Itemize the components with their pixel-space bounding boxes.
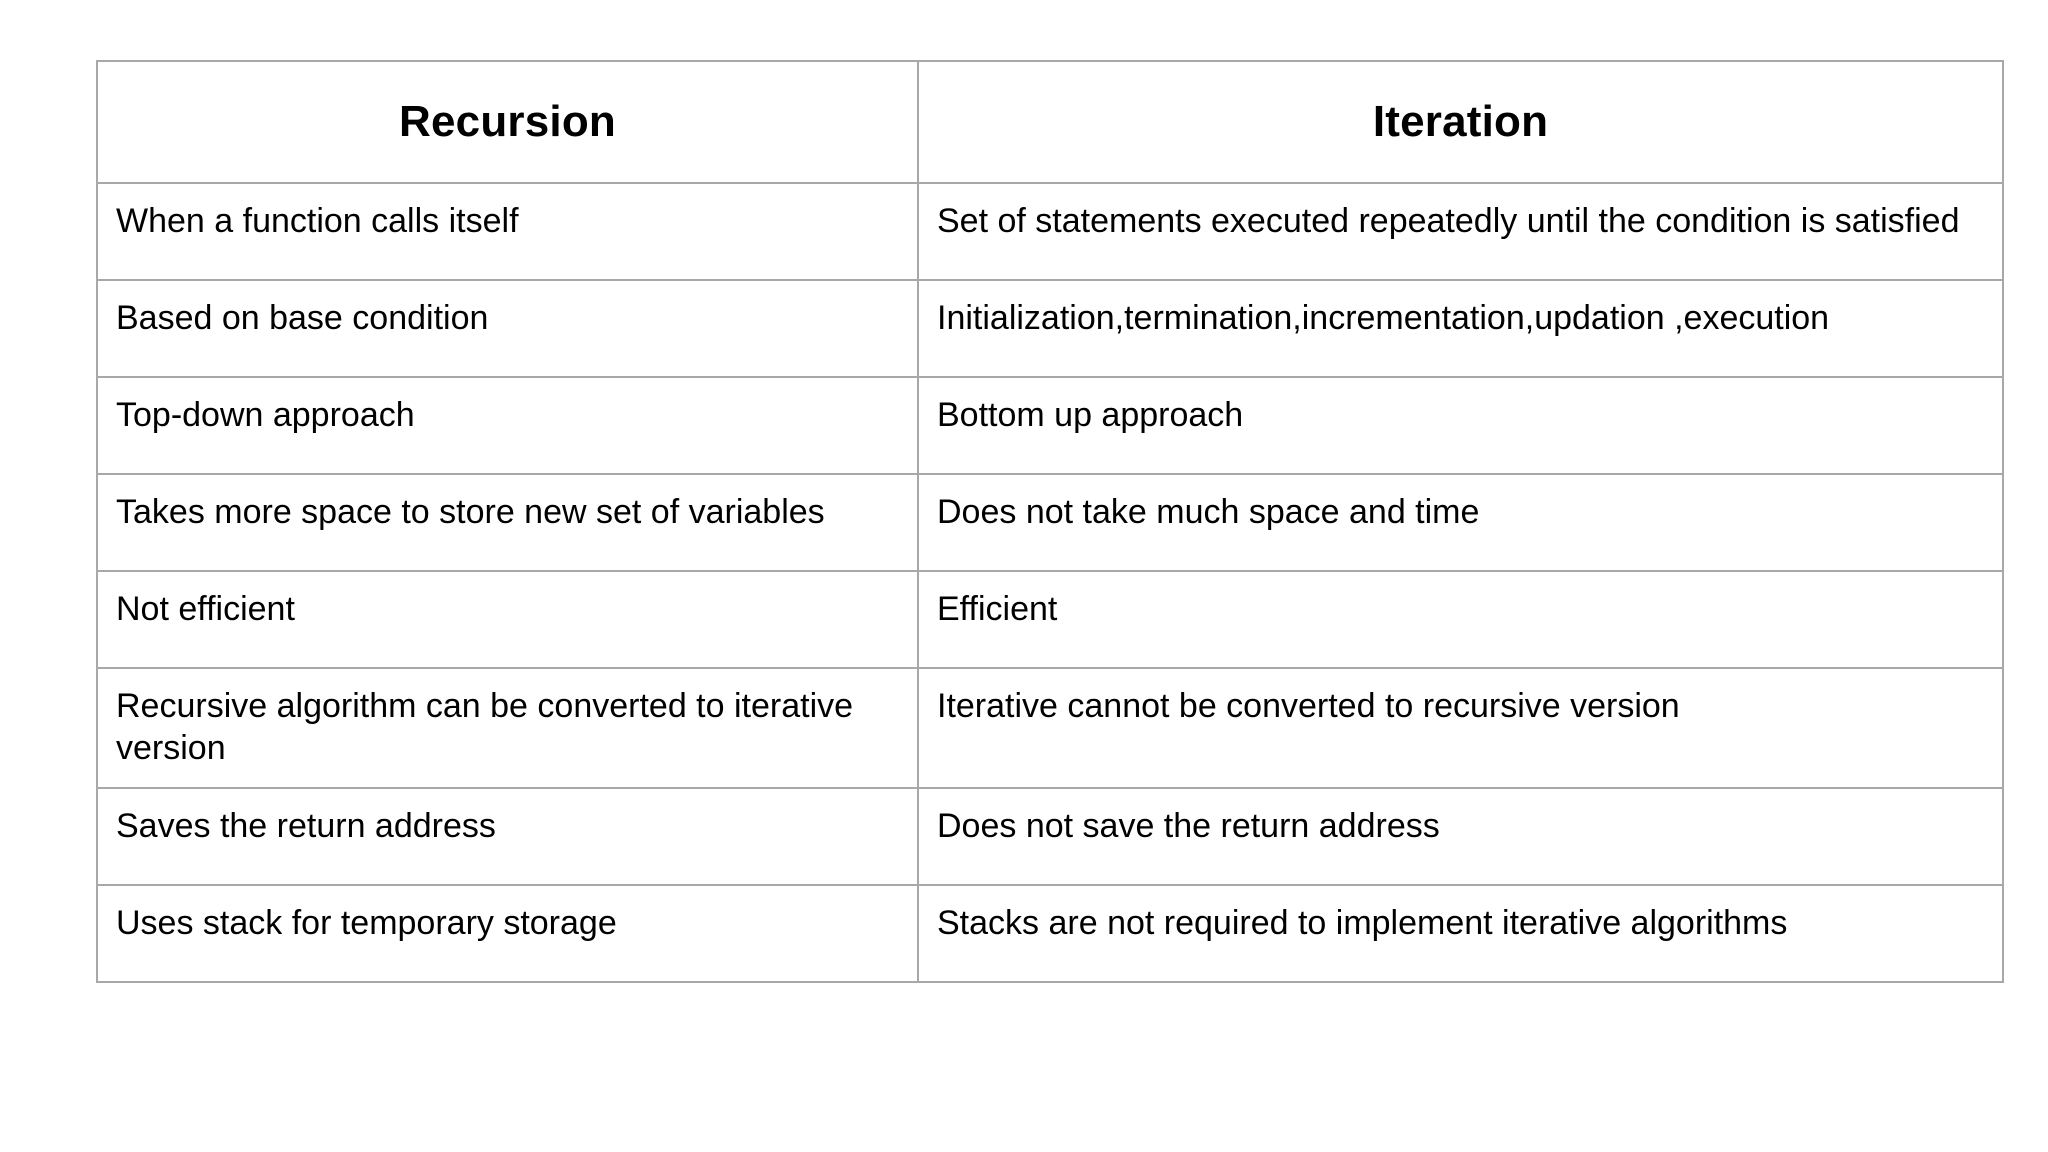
cell-recursion: Top-down approach — [96, 376, 919, 475]
table-row: Uses stack for temporary storage Stacks … — [96, 884, 2004, 984]
column-header-iteration-label: Iteration — [1372, 96, 1549, 146]
table-header: Recursion Iteration — [96, 60, 2004, 184]
cell-recursion-text: Uses stack for temporary storage — [116, 904, 617, 943]
cell-iteration-text: Stacks are not required to implement ite… — [937, 904, 1788, 943]
column-header-recursion: Recursion — [96, 60, 919, 184]
cell-iteration-text: Does not save the return address — [937, 807, 1440, 846]
cell-recursion: Takes more space to store new set of var… — [96, 473, 919, 572]
cell-iteration: Does not save the return address — [917, 787, 2004, 887]
cell-iteration-text: Initialization,termination,incrementatio… — [937, 299, 1830, 337]
cell-iteration: Efficient — [917, 570, 2004, 669]
table-row: Based on base condition Initialization,t… — [96, 279, 2004, 378]
column-header-recursion-label: Recursion — [399, 96, 616, 146]
cell-recursion-text: Not efficient — [116, 590, 295, 628]
cell-recursion-text: When a function calls itself — [116, 202, 519, 240]
cell-recursion: Recursive algorithm can be converted to … — [96, 666, 919, 790]
table-row: When a function calls itself Set of stat… — [96, 182, 2004, 281]
cell-recursion-text: Takes more space to store new set of var… — [116, 493, 825, 531]
cell-recursion: Based on base condition — [96, 279, 919, 378]
cell-iteration-text: Iterative cannot be converted to recursi… — [937, 687, 1680, 725]
cell-recursion: Not efficient — [96, 570, 919, 669]
cell-iteration: Does not take much space and time — [917, 473, 2004, 572]
cell-iteration-text: Bottom up approach — [937, 396, 1244, 434]
table-row: Takes more space to store new set of var… — [96, 473, 2004, 572]
cell-recursion: When a function calls itself — [96, 182, 919, 281]
cell-iteration: Initialization,termination,incrementatio… — [917, 279, 2004, 378]
table-row: Not efficient Efficient — [96, 570, 2004, 669]
table-row: Top-down approach Bottom up approach — [96, 376, 2004, 475]
recursion-iteration-comparison-table: Recursion Iteration When a function call… — [96, 60, 2004, 984]
cell-iteration-text: Set of statements executed repeatedly un… — [937, 202, 1960, 240]
table-body: When a function calls itself Set of stat… — [96, 182, 2004, 984]
cell-recursion-text: Based on base condition — [116, 299, 489, 337]
cell-recursion: Saves the return address — [96, 787, 919, 887]
table-header-row: Recursion Iteration — [96, 60, 2004, 184]
table-row: Recursive algorithm can be converted to … — [96, 666, 2004, 790]
cell-iteration: Set of statements executed repeatedly un… — [917, 182, 2004, 281]
cell-iteration-text: Efficient — [937, 590, 1058, 628]
cell-recursion-text: Saves the return address — [116, 807, 496, 846]
column-header-iteration: Iteration — [917, 60, 2004, 184]
cell-iteration: Stacks are not required to implement ite… — [917, 884, 2004, 984]
cell-recursion: Uses stack for temporary storage — [96, 884, 919, 984]
table-row: Saves the return address Does not save t… — [96, 787, 2004, 887]
cell-recursion-text: Recursive algorithm can be converted to … — [116, 687, 854, 768]
cell-iteration: Iterative cannot be converted to recursi… — [917, 666, 2004, 790]
cell-iteration: Bottom up approach — [917, 376, 2004, 475]
cell-recursion-text: Top-down approach — [116, 396, 415, 434]
cell-iteration-text: Does not take much space and time — [937, 493, 1480, 531]
